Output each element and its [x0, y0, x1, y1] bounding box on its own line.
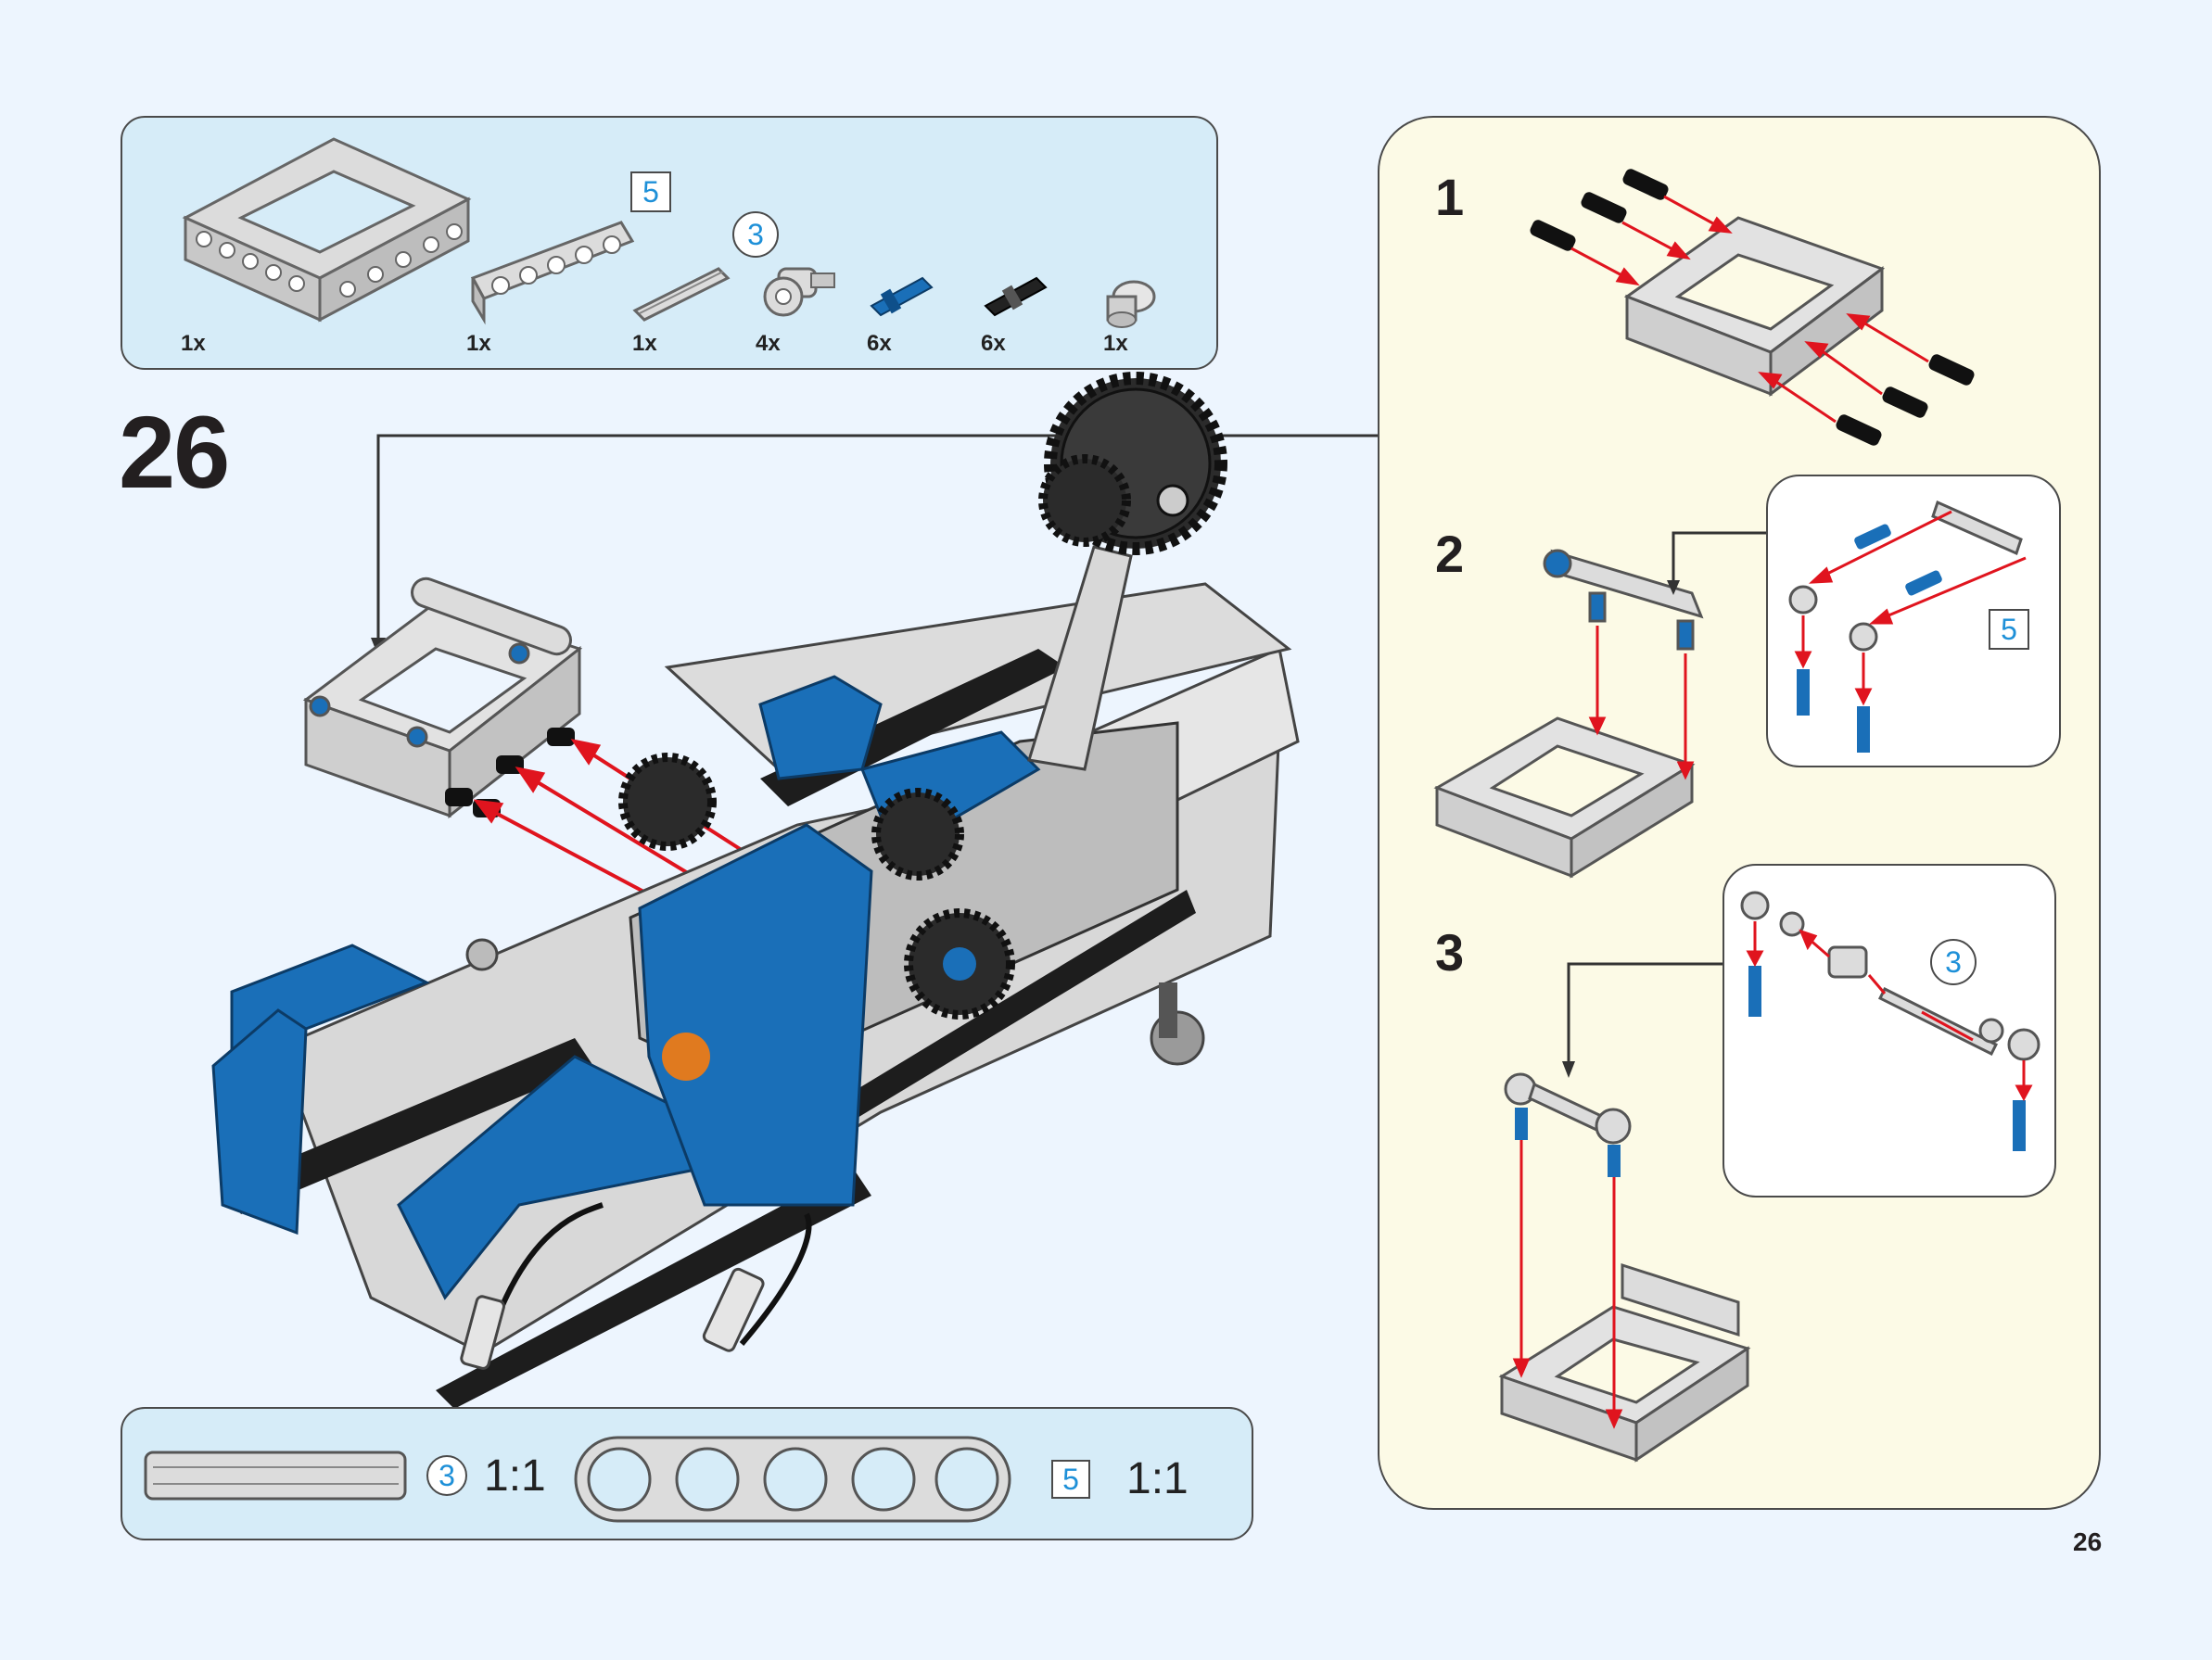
chassis: [211, 545, 1300, 1409]
substep-2-inset-illustration: [1788, 500, 2027, 753]
page-number: 26: [2073, 1527, 2103, 1556]
step-number: 26: [119, 396, 230, 510]
black-friction-pin-icon: [984, 276, 1048, 317]
substep-2-badge: 5: [1989, 609, 2029, 650]
substep-2-number: 2: [1435, 525, 1465, 583]
substep-3-inset-illustration: [1740, 891, 2040, 1151]
substep-3-illustration: [1498, 962, 1751, 1463]
large-frame-icon: [182, 137, 472, 323]
beam-scale-badge: 5: [1051, 1460, 1090, 1499]
axle-scale-ratio: 1:1: [484, 1451, 546, 1501]
part-qty: 6x: [867, 331, 892, 356]
beam-scale-ratio: 1:1: [1126, 1454, 1189, 1503]
substep-3-badge: 3: [1930, 939, 1977, 985]
gear-mid: [871, 788, 964, 881]
small-gear-left: [618, 753, 717, 851]
part-qty: 1x: [1103, 331, 1128, 356]
small-gear-right: [904, 908, 1015, 1020]
part-qty: 1x: [181, 331, 206, 356]
axle-scale-icon: [144, 1451, 407, 1501]
part-qty: 1x: [466, 331, 491, 356]
substep-2-illustration: [1433, 531, 1766, 879]
axle-badge: 3: [732, 211, 779, 258]
beam-scale-icon: [574, 1436, 1011, 1523]
large-gear: [1038, 372, 1227, 555]
axle-3-icon: [632, 267, 731, 322]
bush-icon: [1106, 280, 1156, 328]
substep-3-number: 3: [1435, 923, 1465, 982]
part-qty: 1x: [632, 331, 657, 356]
axle-pin-connector-icon: [763, 267, 835, 317]
beam-5-icon: [470, 221, 635, 325]
beam-badge: 5: [630, 171, 671, 212]
frame-subassembly: [302, 577, 583, 819]
blue-axle-pin-icon: [870, 276, 934, 317]
part-qty: 6x: [981, 331, 1006, 356]
axle-scale-badge: 3: [426, 1455, 467, 1496]
substep-1-illustration: [1530, 169, 1975, 446]
substep-1-number: 1: [1435, 168, 1465, 226]
part-qty: 4x: [756, 331, 781, 356]
